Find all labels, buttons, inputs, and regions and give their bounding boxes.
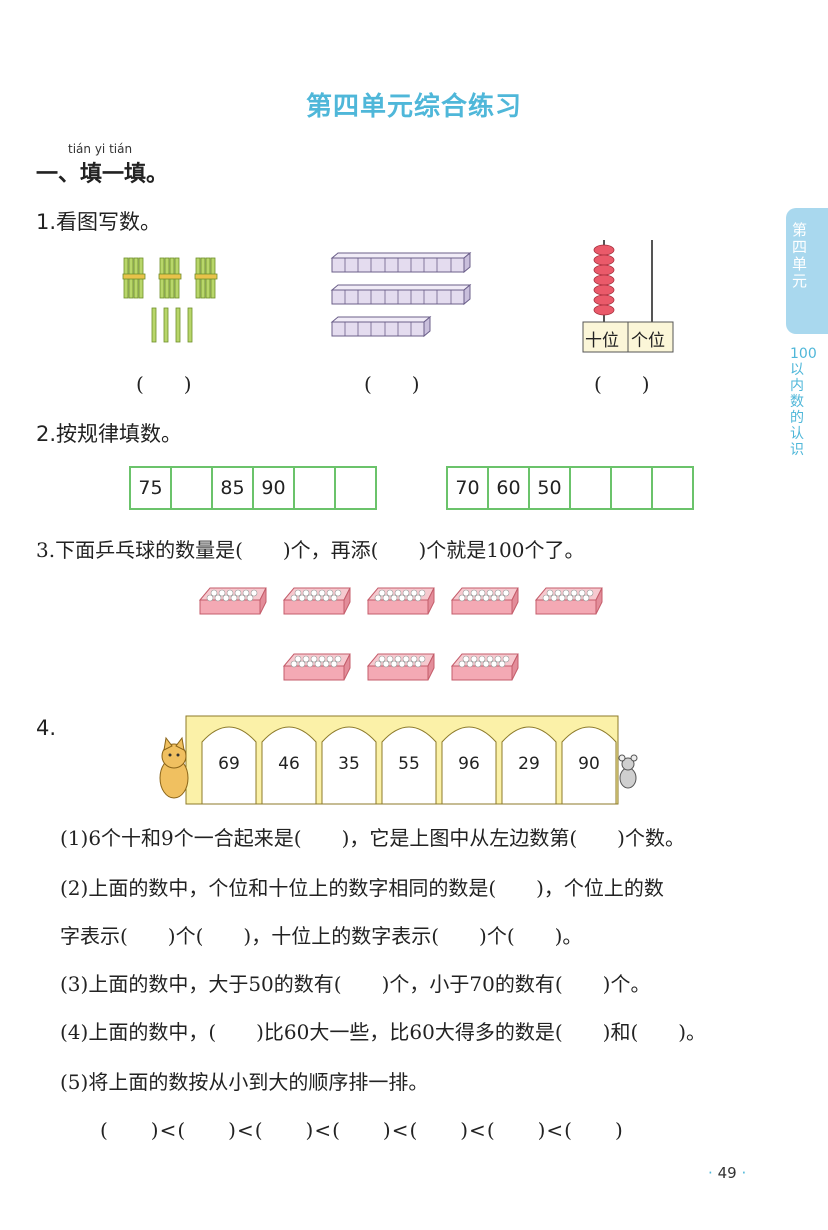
arch-gate-image bbox=[159, 715, 638, 805]
seq1-cell[interactable] bbox=[172, 468, 213, 508]
gate-number: 96 bbox=[458, 754, 480, 774]
seq2-cell[interactable] bbox=[653, 468, 692, 508]
gate-number: 46 bbox=[278, 754, 300, 774]
seq2-cell[interactable] bbox=[612, 468, 653, 508]
sequence-box-2: 70 60 50 bbox=[446, 466, 694, 510]
seq1-cell[interactable]: 90 bbox=[254, 468, 295, 508]
seq1-cell[interactable]: 85 bbox=[213, 468, 254, 508]
cube-bars-image bbox=[330, 252, 472, 338]
page-number: · 49 · bbox=[708, 1164, 747, 1182]
q1-answer-2[interactable]: ( ) bbox=[364, 372, 420, 396]
sequence-box-1: 75 85 90 bbox=[129, 466, 377, 510]
q3-text: 3.下面乒乓球的数量是( )个，再添( )个就是100个了。 bbox=[36, 538, 585, 562]
seq2-cell[interactable]: 50 bbox=[530, 468, 571, 508]
seq2-cell[interactable]: 70 bbox=[448, 468, 489, 508]
side-tab-label: 第四单元 bbox=[792, 221, 808, 290]
cat-character bbox=[159, 736, 189, 799]
page-title: 第四单元综合练习 bbox=[305, 92, 522, 122]
gate-number: 35 bbox=[338, 754, 360, 774]
q4-line-2: (2)上面的数中，个位和十位上的数字相同的数是( )，个位上的数 bbox=[60, 876, 664, 900]
q4-line-5: (4)上面的数中，( )比60大一些，比60大得多的数是( )和( )。 bbox=[60, 1020, 707, 1044]
seq1-cell[interactable]: 75 bbox=[131, 468, 172, 508]
gate-number: 90 bbox=[578, 754, 600, 774]
q4-line-1: (1)6个十和9个一合起来是( )，它是上图中从左边数第( )个数。 bbox=[60, 826, 685, 850]
abacus-tens-label: 十位 bbox=[585, 331, 619, 351]
side-tab bbox=[786, 208, 828, 334]
ping-pong-boxes-image bbox=[199, 587, 603, 681]
q1-answer-3[interactable]: ( ) bbox=[594, 372, 650, 396]
gate-number: 29 bbox=[518, 754, 540, 774]
q4-line-4: (3)上面的数中，大于50的数有( )个，小于70的数有( )个。 bbox=[60, 972, 651, 996]
seq1-cell[interactable] bbox=[295, 468, 336, 508]
seq2-cell[interactable] bbox=[571, 468, 612, 508]
seq2-cell[interactable]: 60 bbox=[489, 468, 530, 508]
q4-line-3: 字表示( )个( )，十位上的数字表示( )个( )。 bbox=[60, 924, 583, 948]
mouse-character bbox=[618, 754, 638, 789]
stick-bundles-image bbox=[122, 257, 218, 343]
gate-number: 69 bbox=[218, 754, 240, 774]
section-pinyin: tián yi tián bbox=[68, 142, 133, 156]
seq1-cell[interactable] bbox=[336, 468, 375, 508]
abacus-image bbox=[582, 240, 674, 353]
q4-label: 4. bbox=[36, 716, 57, 740]
section-heading: 一、填一填。 bbox=[36, 162, 169, 187]
order-answer-row[interactable]: ( )<( )<( )<( )<( )<( )<( ) bbox=[100, 1118, 624, 1142]
side-chapter-label: 100以内数的认识 bbox=[790, 346, 817, 458]
q1-answer-1[interactable]: ( ) bbox=[136, 372, 192, 396]
abacus-ones-label: 个位 bbox=[631, 331, 665, 351]
q1-label: 1.看图写数。 bbox=[36, 210, 162, 234]
q4-line-6: (5)将上面的数按从小到大的顺序排一排。 bbox=[60, 1070, 429, 1094]
q2-label: 2.按规律填数。 bbox=[36, 422, 183, 446]
gate-number: 55 bbox=[398, 754, 420, 774]
